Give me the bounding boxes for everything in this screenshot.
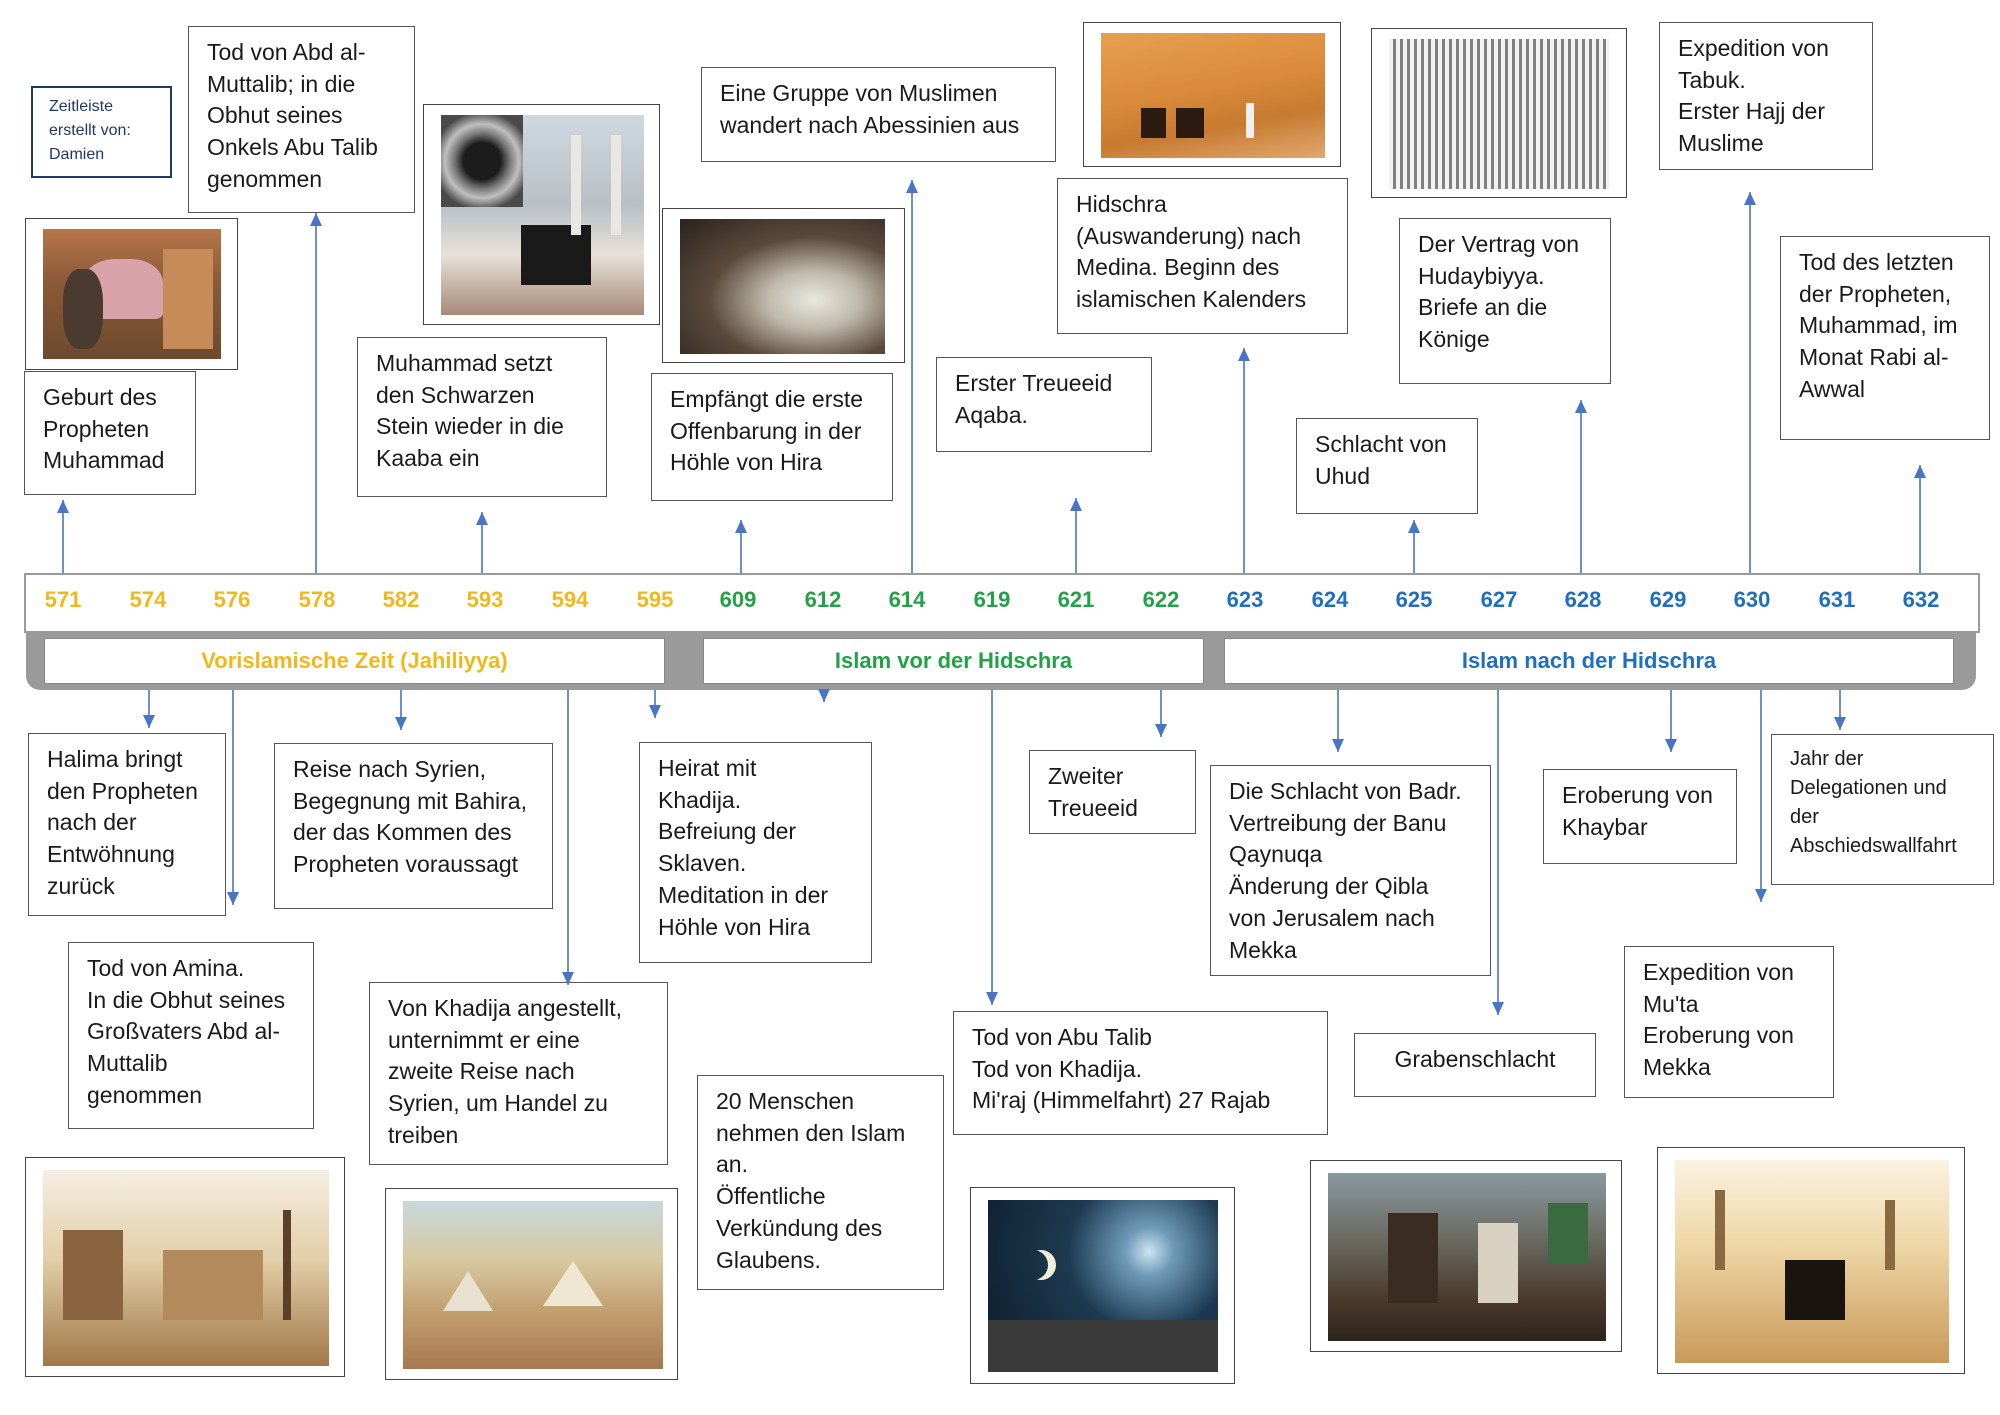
event-627-box: Grabenschlacht	[1354, 1033, 1596, 1097]
battle-photo	[1310, 1160, 1622, 1352]
connector-arrow	[1744, 192, 1756, 573]
connector-arrow	[1408, 520, 1420, 573]
night-sky-photo	[970, 1187, 1235, 1384]
event-574-box: Halima bringt den Propheten nach der Ent…	[28, 733, 226, 916]
year-label-594: 594	[551, 587, 589, 612]
elephant-photo	[25, 218, 238, 370]
year-label-627: 627	[1480, 587, 1518, 612]
year-label-625: 625	[1395, 587, 1433, 612]
mecca-sketch-photo	[25, 1157, 345, 1377]
connector-arrow	[1070, 498, 1082, 573]
connector-arrow	[1492, 690, 1504, 1015]
connector-arrow	[1332, 690, 1344, 752]
year-label-614: 614	[888, 587, 926, 612]
year-label-631: 631	[1818, 587, 1856, 612]
event-578-box: Tod von Abd al- Muttalib; in die Obhut s…	[188, 26, 415, 213]
event-582-box: Reise nach Syrien, Begegnung mit Bahira,…	[274, 743, 553, 909]
year-label-629: 629	[1649, 587, 1687, 612]
event-631-box: Jahr der Delegationen und der Abschiedsw…	[1771, 734, 1994, 885]
year-label-582: 582	[382, 587, 420, 612]
connector-arrow	[649, 690, 661, 718]
connector-arrow	[395, 690, 407, 730]
connector-arrow	[1665, 690, 1677, 752]
event-576-box: Tod von Amina. In die Obhut seines Großv…	[68, 942, 314, 1129]
connector-arrow	[818, 689, 830, 702]
event-632-box: Tod des letzten der Propheten, Muhammad,…	[1780, 236, 1990, 440]
period-after-hijra: Islam nach der Hidschra	[1224, 638, 1954, 684]
connector-arrow	[1755, 690, 1767, 902]
caravan-camp-photo	[385, 1188, 678, 1380]
connector-arrow	[1834, 690, 1846, 730]
event-622-box: Zweiter Treueeid	[1029, 750, 1196, 834]
connector-arrow	[1238, 348, 1250, 573]
year-label-624: 624	[1311, 587, 1349, 612]
event-594-box: Von Khadija angestellt, unternimmt er ei…	[369, 982, 668, 1165]
connector-arrow	[1914, 465, 1926, 573]
year-label-595: 595	[636, 587, 674, 612]
connector-arrow	[143, 690, 155, 728]
event-593-box: Muhammad setzt den Schwarzen Stein wiede…	[357, 337, 607, 497]
year-label-609: 609	[719, 587, 757, 612]
year-label-612: 612	[804, 587, 842, 612]
year-label-593: 593	[466, 587, 504, 612]
year-label-578: 578	[298, 587, 336, 612]
black-stone-photo	[423, 104, 660, 325]
connector-arrow	[1575, 400, 1587, 573]
connector-arrow	[906, 180, 918, 573]
event-609-box: Empfängt die erste Offenbarung in der Hö…	[651, 373, 893, 501]
connector-arrow	[310, 213, 322, 573]
year-label-621: 621	[1057, 587, 1095, 612]
connector-arrow	[476, 512, 488, 573]
event-612-box: 20 Menschen nehmen den Islam an. Öffentl…	[697, 1075, 944, 1290]
event-571-box: Geburt des Propheten Muhammad	[24, 371, 196, 495]
event-629-box: Eroberung von Khaybar	[1543, 769, 1737, 864]
event-595-box: Heirat mit Khadija. Befreiung der Sklave…	[639, 742, 872, 963]
event-628-box: Der Vertrag von Hudaybiyya. Briefe an di…	[1399, 218, 1611, 384]
connector-arrow	[1155, 690, 1167, 737]
year-label-576: 576	[213, 587, 251, 612]
kaaba-painting-photo	[1657, 1147, 1965, 1374]
connector-arrow	[227, 690, 239, 905]
event-614-box: Eine Gruppe von Muslimen wandert nach Ab…	[701, 67, 1056, 162]
year-label-628: 628	[1564, 587, 1602, 612]
year-label-623: 623	[1226, 587, 1264, 612]
event-619-box: Tod von Abu Talib Tod von Khadija. Mi'ra…	[953, 1011, 1328, 1135]
period-before-hijra: Islam vor der Hidschra	[703, 638, 1204, 684]
year-label-574: 574	[129, 587, 167, 612]
event-621-box: Erster Treueeid Aqaba.	[936, 357, 1152, 452]
event-630-box: Expedition von Tabuk. Erster Hajj der Mu…	[1659, 22, 1873, 170]
event-630b-box: Expedition von Mu'ta Eroberung von Mekka	[1624, 946, 1834, 1098]
year-label-619: 619	[973, 587, 1011, 612]
desert-camels-photo	[1083, 22, 1341, 167]
connector-arrow	[735, 520, 747, 573]
year-label-571: 571	[44, 587, 82, 612]
year-label-622: 622	[1142, 587, 1180, 612]
hira-cave-photo	[662, 208, 905, 363]
prayer-crowd-photo	[1371, 28, 1627, 198]
event-623-box: Hidschra (Auswanderung) nach Medina. Beg…	[1057, 178, 1348, 334]
period-pre-islamic: Vorislamische Zeit (Jahiliyya)	[44, 638, 665, 684]
event-624-box: Die Schlacht von Badr. Vertreibung der B…	[1210, 765, 1491, 976]
year-label-632: 632	[1902, 587, 1940, 612]
year-label-630: 630	[1733, 587, 1771, 612]
connector-arrow	[986, 690, 998, 1005]
event-625-box: Schlacht von Uhud	[1296, 418, 1478, 514]
connector-arrow	[57, 500, 69, 573]
credit-box: Zeitleiste erstellt von: Damien	[31, 86, 172, 178]
connector-arrow	[562, 690, 574, 985]
timeline-band	[24, 573, 1980, 633]
